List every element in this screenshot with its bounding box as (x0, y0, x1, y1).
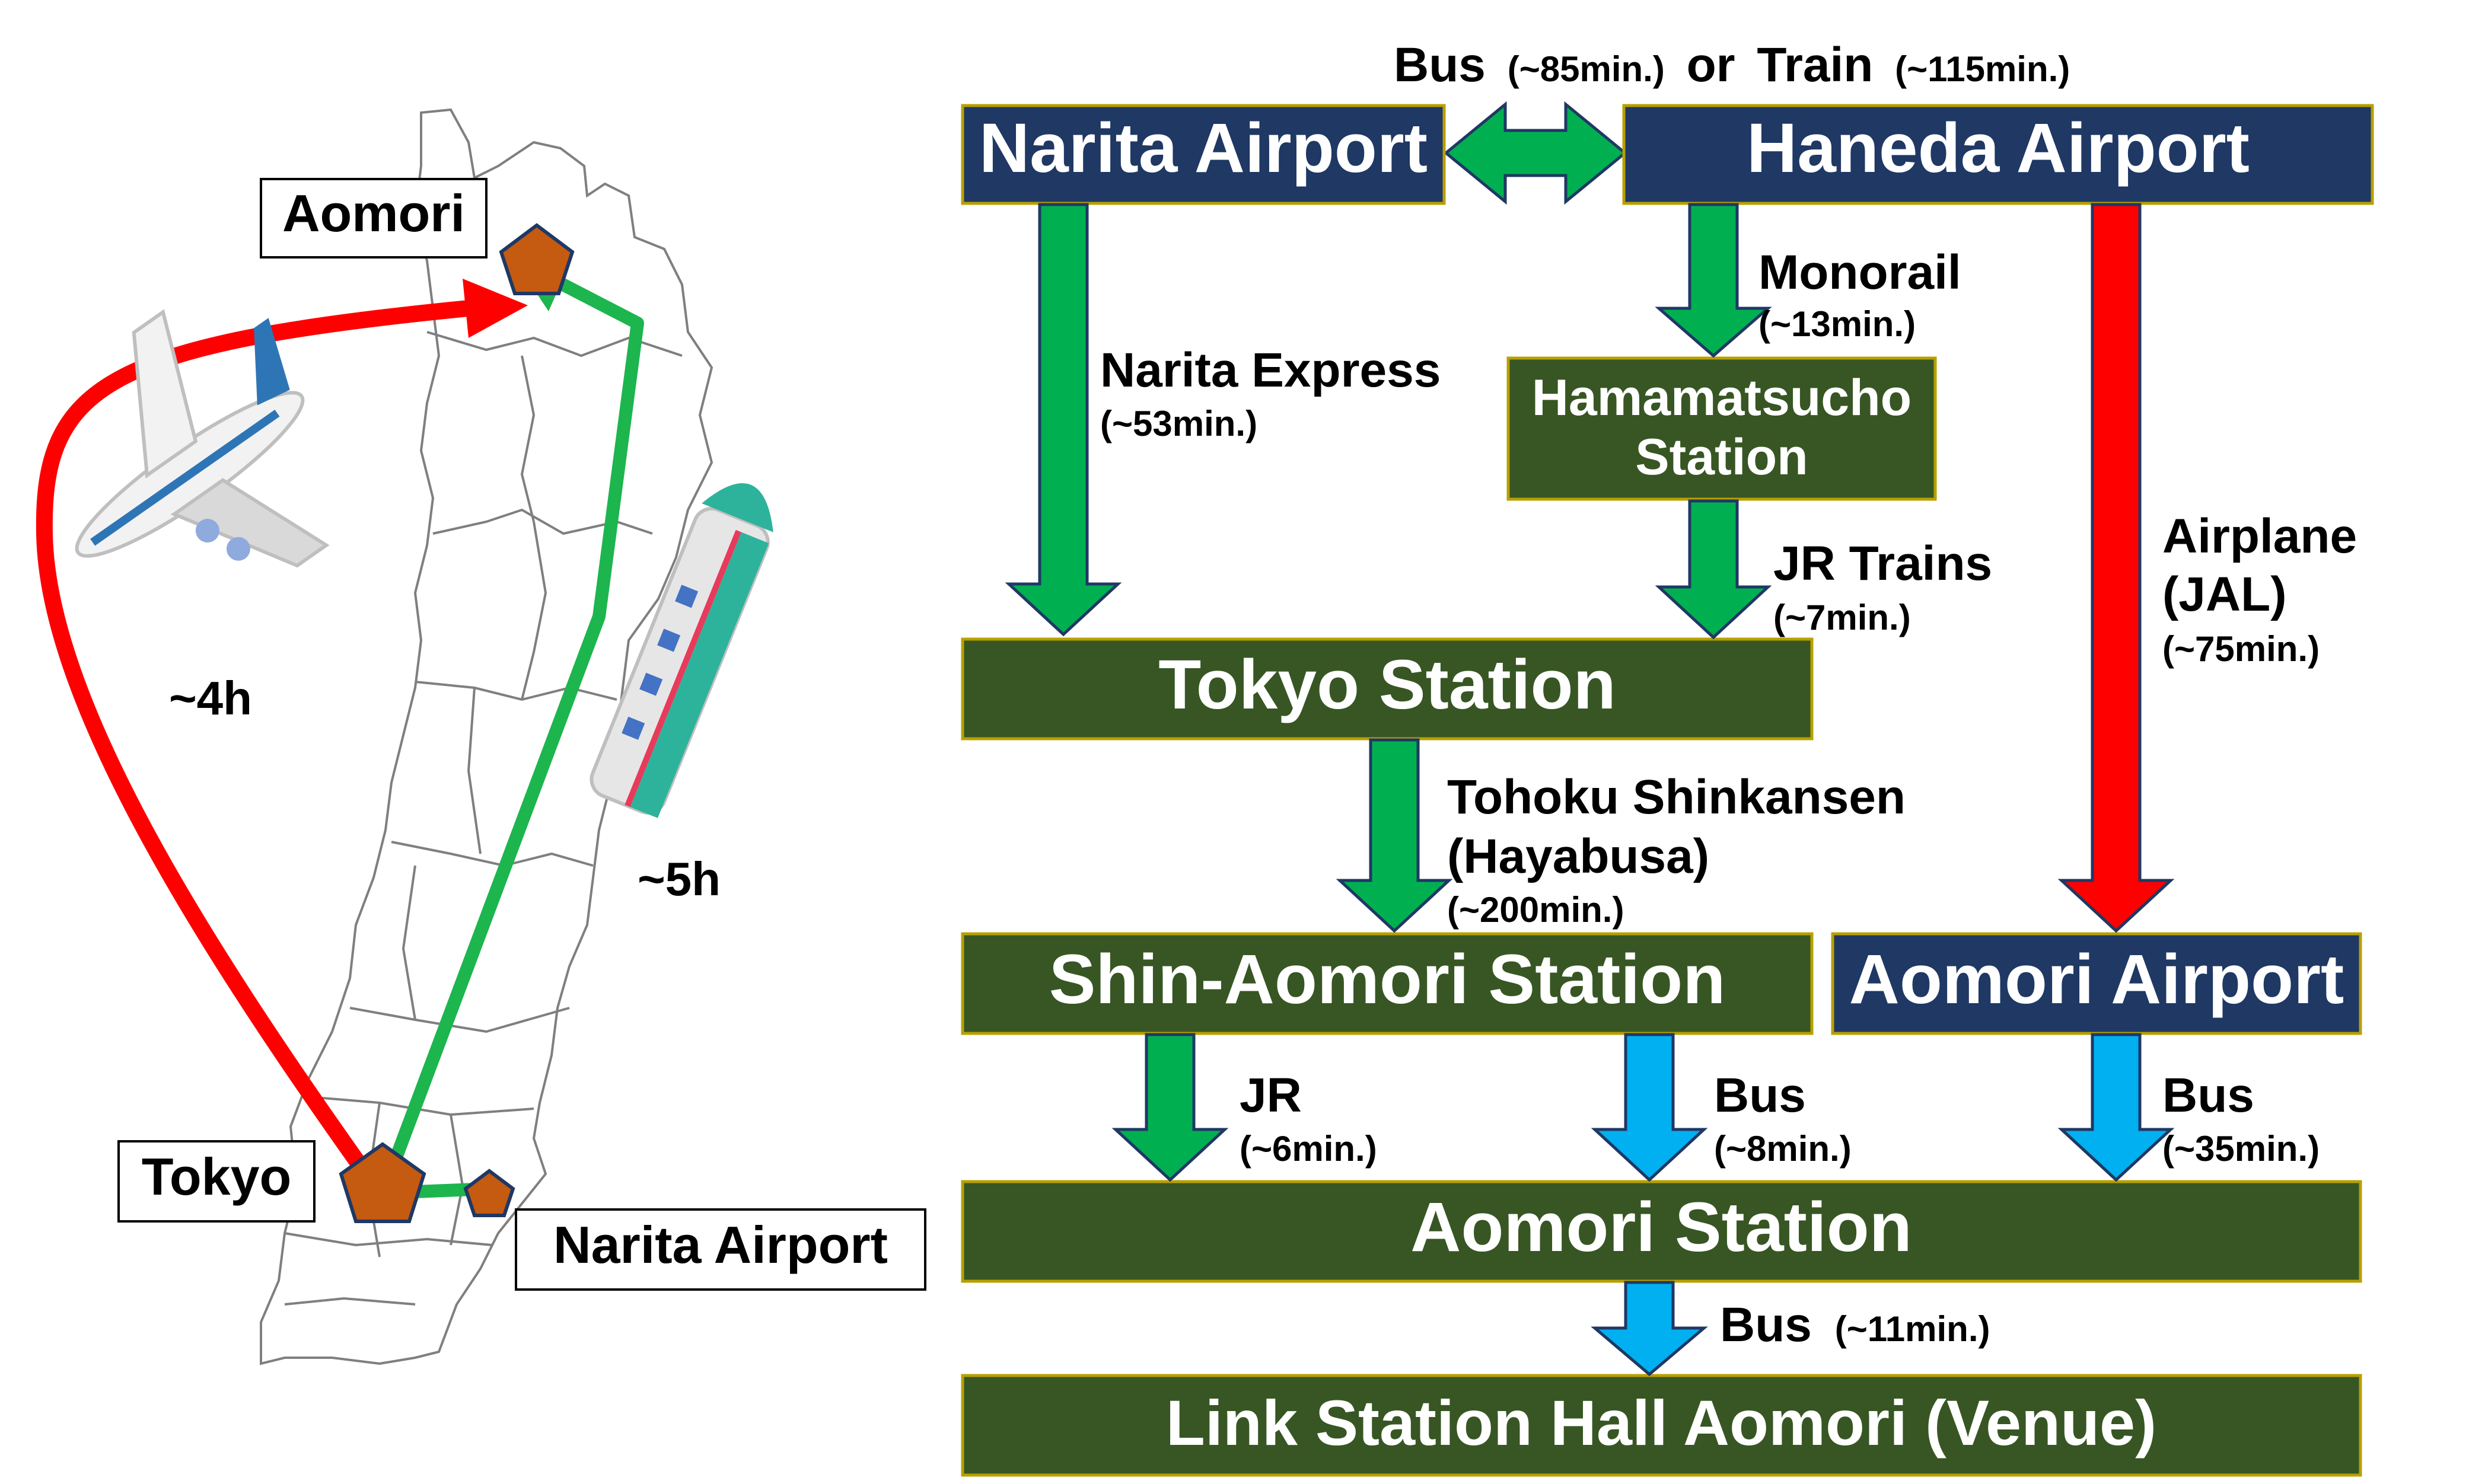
haneda-airport-node: Haneda Airport (1747, 109, 2250, 187)
tokyo-station-node: Tokyo Station (1158, 646, 1616, 724)
jr-time: (~6min.) (1240, 1129, 1377, 1169)
venue-box (961, 1374, 2362, 1477)
bus-shin-aomori-time: (~8min.) (1714, 1129, 1852, 1169)
monorail-time: (~13min.) (1758, 304, 1916, 344)
narita-haneda-double-arrow (1444, 101, 1627, 205)
map-outline (260, 108, 713, 1365)
narita-haneda-mode2: Train (1757, 38, 1873, 92)
tokyo-label: Tokyo (142, 1147, 292, 1206)
narita-haneda-label: Bus (~85min.) or Train (~115min.) (1394, 38, 2070, 92)
hamamatsucho-box (1506, 356, 1937, 501)
airplane-arrow (2057, 203, 2175, 933)
shin-aomori-station-node: Shin-Aomori Station (1049, 940, 1726, 1019)
aomori-airport-box (1831, 932, 2362, 1035)
airplane-time: (~75min.) (2162, 629, 2320, 669)
airplane-mode2: (JAL) (2162, 567, 2287, 621)
narita-label: Narita Airport (553, 1215, 888, 1274)
bus-venue-arrow (1591, 1281, 1708, 1377)
airplane-mode1: Airplane (2162, 509, 2357, 563)
shinkansen-mode2: (Hayabusa) (1447, 829, 1709, 883)
monorail-mode: Monorail (1758, 245, 1961, 299)
shinkansen-arrow (1336, 738, 1453, 933)
shinkansen-time: (~200min.) (1447, 890, 1624, 930)
bus-shin-aomori-arrow (1591, 1033, 1708, 1182)
narita-express-time: (~53min.) (1100, 404, 1257, 443)
hamamatsucho-node-line1: Hamamatsucho (1532, 369, 1912, 426)
aomori-station-node: Aomori Station (1410, 1188, 1912, 1266)
narita-haneda-time1: (~85min.) (1508, 49, 1665, 89)
bus-venue-mode: Bus (1720, 1298, 1812, 1352)
jr-trains-arrow (1655, 499, 1772, 640)
train-route-main (379, 273, 644, 1188)
shinkansen-mode1: Tohoku Shinkansen (1447, 770, 1906, 824)
bus-shin-aomori-mode: Bus (1714, 1068, 1806, 1122)
shinkansen-icon (590, 483, 773, 818)
aomori-station-box (961, 1180, 2362, 1283)
narita-haneda-or: or (1687, 38, 1735, 92)
aomori-airport-node: Aomori Airport (1849, 940, 2344, 1019)
bus-aomori-airport-time: (~35min.) (2162, 1129, 2320, 1169)
narita-express-mode: Narita Express (1100, 343, 1441, 397)
plane-duration-label: ~4h (169, 672, 252, 725)
jr-trains-mode: JR Trains (1773, 537, 1992, 591)
narita-airport-node: Narita Airport (979, 109, 1428, 187)
haneda-airport-box (1622, 104, 2374, 205)
bus-aomori-airport-mode: Bus (2162, 1068, 2254, 1122)
route-diagram: Bus (~85min.) or Train (~115min.) Narita… (961, 38, 2374, 1477)
narita-label-box (515, 1208, 926, 1291)
venue-node: Link Station Hall Aomori (Venue) (1166, 1387, 2156, 1459)
narita-express-arrow (1005, 203, 1122, 637)
aomori-marker (499, 223, 575, 295)
shin-aomori-station-box (961, 932, 1814, 1035)
train-duration-label: ~5h (638, 853, 721, 905)
plane-route-arrowhead (463, 279, 528, 338)
tokyo-label-box (117, 1140, 316, 1223)
narita-haneda-time2: (~115min.) (1895, 49, 2070, 89)
narita-airport-box (961, 104, 1446, 205)
bus-aomori-airport-arrow (2057, 1033, 2175, 1182)
jr-trains-time: (~7min.) (1773, 598, 1911, 637)
monorail-arrow (1655, 203, 1772, 358)
bus-venue-time: (~11min.) (1835, 1309, 1990, 1349)
tohoku-map: Aomori Tokyo Narita Airport ~4h ~5h (36, 108, 926, 1365)
jr-mode: JR (1240, 1068, 1302, 1122)
aomori-label-box (260, 178, 488, 258)
hamamatsucho-node-line2: Station (1635, 429, 1808, 486)
airplane-icon (75, 309, 330, 568)
plane-route (36, 279, 528, 1218)
aomori-label: Aomori (282, 184, 465, 242)
narita-marker (463, 1169, 515, 1217)
tokyo-station-box (961, 637, 1814, 741)
bus-venue-label: Bus (~11min.) (1720, 1298, 1990, 1352)
plane-route-line (36, 300, 477, 1218)
jr-arrow (1111, 1033, 1229, 1182)
narita-haneda-mode1: Bus (1394, 38, 1486, 92)
tokyo-marker (339, 1142, 426, 1223)
